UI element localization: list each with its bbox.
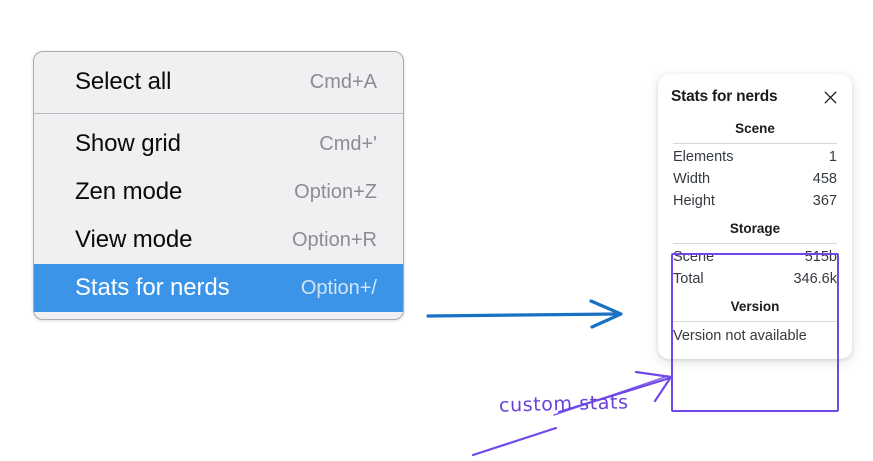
- stat-row-height: Height 367: [671, 190, 839, 212]
- section-divider: [673, 321, 837, 322]
- menu-item-label: Show grid: [75, 130, 181, 157]
- section-heading-scene: Scene: [735, 121, 775, 136]
- stat-row-storage-scene: Scene 515b: [671, 246, 839, 268]
- section-divider: [673, 143, 837, 144]
- menu-item-label: Zen mode: [75, 178, 183, 205]
- stat-label: Elements: [673, 149, 734, 165]
- menu-item-shortcut: Option+Z: [294, 180, 377, 203]
- menu-group-1: Select all Cmd+A: [34, 52, 403, 113]
- close-icon[interactable]: [822, 89, 839, 106]
- stat-value: 1: [828, 149, 837, 165]
- stat-label: Height: [673, 193, 715, 209]
- stats-panel-header: Stats for nerds: [671, 88, 839, 106]
- stat-value: 367: [812, 193, 837, 209]
- stats-for-nerds-panel[interactable]: Stats for nerds Scene Elements 1 Width 4…: [658, 74, 852, 359]
- canvas-context-menu[interactable]: Select all Cmd+A Show grid Cmd+' Zen mod…: [33, 51, 404, 320]
- menu-item-shortcut: Option+R: [291, 228, 377, 251]
- section-heading-storage: Storage: [729, 221, 781, 236]
- menu-item-shortcut: Cmd+': [319, 132, 377, 155]
- menu-group-2: Show grid Cmd+' Zen mode Option+Z View m…: [34, 113, 403, 319]
- section-heading-version: Version: [730, 299, 780, 314]
- stat-label: Scene: [673, 249, 715, 265]
- version-note: Version not available: [673, 328, 807, 344]
- menu-item-select-all[interactable]: Select all Cmd+A: [34, 58, 403, 106]
- menu-item-shortcut: Cmd+A: [309, 70, 377, 93]
- section-divider: [673, 243, 837, 244]
- menu-item-view-mode[interactable]: View mode Option+R: [34, 216, 403, 264]
- menu-item-shortcut: Option+/: [300, 276, 377, 299]
- annotation-label: custom stats: [498, 391, 629, 417]
- stat-label: Width: [673, 171, 711, 187]
- stat-value: 458: [812, 171, 837, 187]
- purple-underline-stroke: [471, 426, 558, 457]
- menu-item-label: Select all: [75, 68, 172, 95]
- blue-arrow: [426, 299, 623, 329]
- menu-item-label: Stats for nerds: [75, 274, 230, 301]
- stat-row-storage-total: Total 346.6k: [671, 268, 839, 290]
- stat-label: Total: [673, 271, 704, 287]
- stat-row-elements: Elements 1: [671, 146, 839, 168]
- stat-row-width: Width 458: [671, 168, 839, 190]
- stats-panel-title: Stats for nerds: [671, 88, 778, 105]
- menu-item-zen-mode[interactable]: Zen mode Option+Z: [34, 168, 403, 216]
- stat-value: 346.6k: [793, 271, 837, 287]
- menu-item-show-grid[interactable]: Show grid Cmd+': [34, 120, 403, 168]
- menu-item-label: View mode: [75, 226, 193, 253]
- stat-value: 515b: [804, 249, 837, 265]
- menu-item-stats-for-nerds[interactable]: Stats for nerds Option+/: [34, 264, 403, 312]
